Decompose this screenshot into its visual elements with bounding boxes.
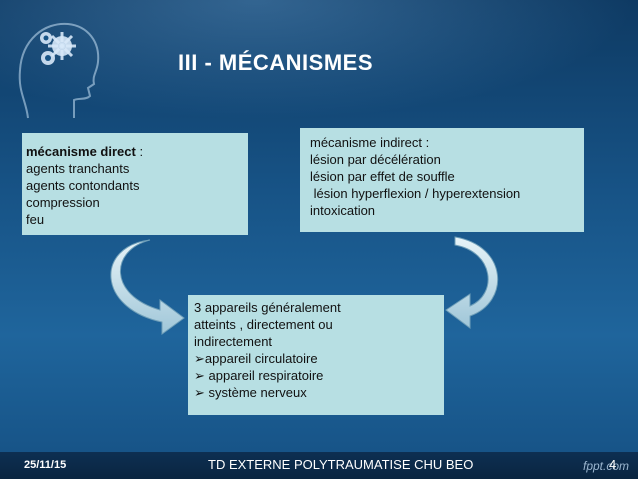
list-item: agents tranchants [26, 161, 130, 176]
left-curved-arrow-icon [110, 239, 185, 335]
slide-title: III - MÉCANISMES [178, 50, 374, 75]
direct-mechanism-heading-line: mécanisme direct : [26, 143, 248, 160]
footer-bar [0, 452, 638, 479]
affected-systems-box: 3 appareils généralement atteints , dire… [188, 295, 444, 415]
list-item: indirectement [194, 334, 273, 349]
direct-mechanism-box: mécanisme direct : agents tranchants age… [22, 133, 248, 235]
background-glow [0, 0, 638, 120]
footer-logo: fppt.com [583, 459, 630, 473]
list-item: compression [26, 195, 100, 210]
right-curved-arrow-icon [445, 236, 499, 329]
list-item: agents contondants [26, 178, 140, 193]
list-item: ➢appareil circulatoire [194, 351, 318, 366]
list-item: 3 appareils généralement [194, 300, 341, 315]
list-item: lésion par effet de souffle [310, 169, 455, 184]
list-item: intoxication [310, 203, 376, 218]
list-item: mécanisme indirect : [310, 135, 430, 150]
head-gears-logo-icon [18, 22, 100, 119]
footer-title: TD EXTERNE POLYTRAUMATISE CHU BEO [208, 457, 474, 472]
list-item: ➢ système nerveux [194, 385, 307, 400]
indirect-mechanism-box: mécanisme indirect : lésion par décéléra… [300, 128, 584, 232]
direct-mechanism-heading: mécanisme direct [26, 144, 136, 159]
footer-date: 25/11/15 [24, 459, 67, 471]
list-item: lésion hyperflexion / hyperextension [310, 186, 521, 201]
page-number: 4 [609, 457, 617, 472]
list-item: atteints , directement ou [194, 317, 333, 332]
list-item: lésion par décélération [310, 152, 441, 167]
list-item: feu [26, 212, 45, 227]
list-item: ➢ appareil respiratoire [194, 368, 324, 383]
direct-mechanism-heading-suffix: : [135, 144, 144, 159]
